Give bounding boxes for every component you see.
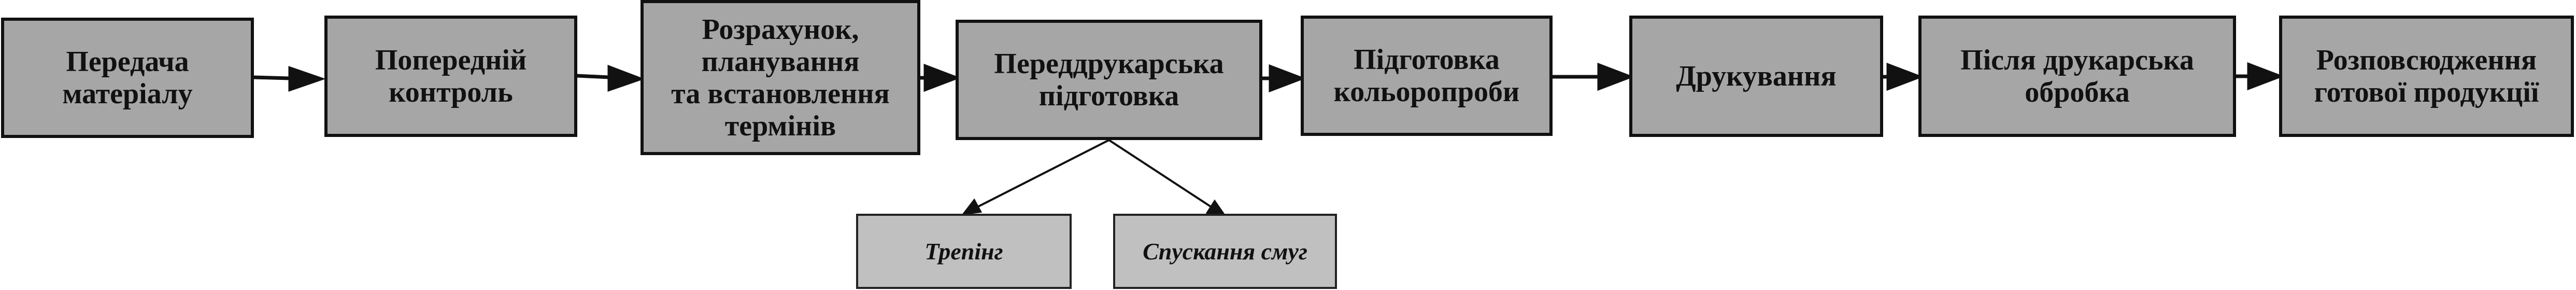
arrow-1-2 — [253, 75, 291, 80]
substep-label: Трепінг — [924, 238, 1003, 265]
step-label: Підготовка кольоропроби — [1333, 44, 1520, 108]
arrow-2-3 — [576, 74, 610, 79]
arrow-head-5-6 — [1597, 62, 1634, 91]
substep-imposition: Спускання смуг — [1113, 214, 1337, 289]
arrow-head-6-7 — [1886, 62, 1924, 91]
arrow-head-7-8 — [2247, 62, 2284, 91]
step-label: Попередній контроль — [375, 44, 527, 108]
step-postpress: Після друкарська обробка — [1918, 16, 2236, 137]
arrow-head-1-2 — [288, 66, 326, 92]
step-preliminary-control: Попередній контроль — [324, 16, 577, 137]
branch-head-imposition — [1205, 199, 1227, 216]
step-label: Розповсюдження готової продукції — [2314, 44, 2539, 108]
branch-head-trepping — [961, 198, 983, 215]
step-prepress: Переддрукарська підготовка — [956, 20, 1262, 140]
substep-trepping: Трепінг — [856, 214, 1072, 289]
step-color-proof: Підготовка кольоропроби — [1301, 16, 1553, 136]
step-label: Після друкарська обробка — [1960, 44, 2194, 108]
substep-label: Спускання смуг — [1143, 238, 1307, 265]
step-label: Передача матеріалу — [62, 46, 193, 110]
arrow-head-2-3 — [607, 64, 645, 92]
step-label: Розрахунок, планування та встановлення т… — [671, 13, 890, 142]
step-distribution: Розповсюдження готової продукції — [2279, 16, 2574, 137]
branch-to-imposition — [1108, 139, 1212, 208]
step-printing: Друкування — [1629, 16, 1883, 137]
step-label: Друкування — [1676, 60, 1837, 92]
step-material-transfer: Передача матеріалу — [1, 18, 254, 138]
arrow-head-3-4 — [923, 63, 961, 92]
arrow-head-4-5 — [1269, 64, 1306, 93]
branch-to-trepping — [978, 139, 1109, 208]
step-calculation-planning: Розрахунок, планування та встановлення т… — [641, 0, 920, 155]
step-label: Переддрукарська підготовка — [994, 48, 1224, 112]
